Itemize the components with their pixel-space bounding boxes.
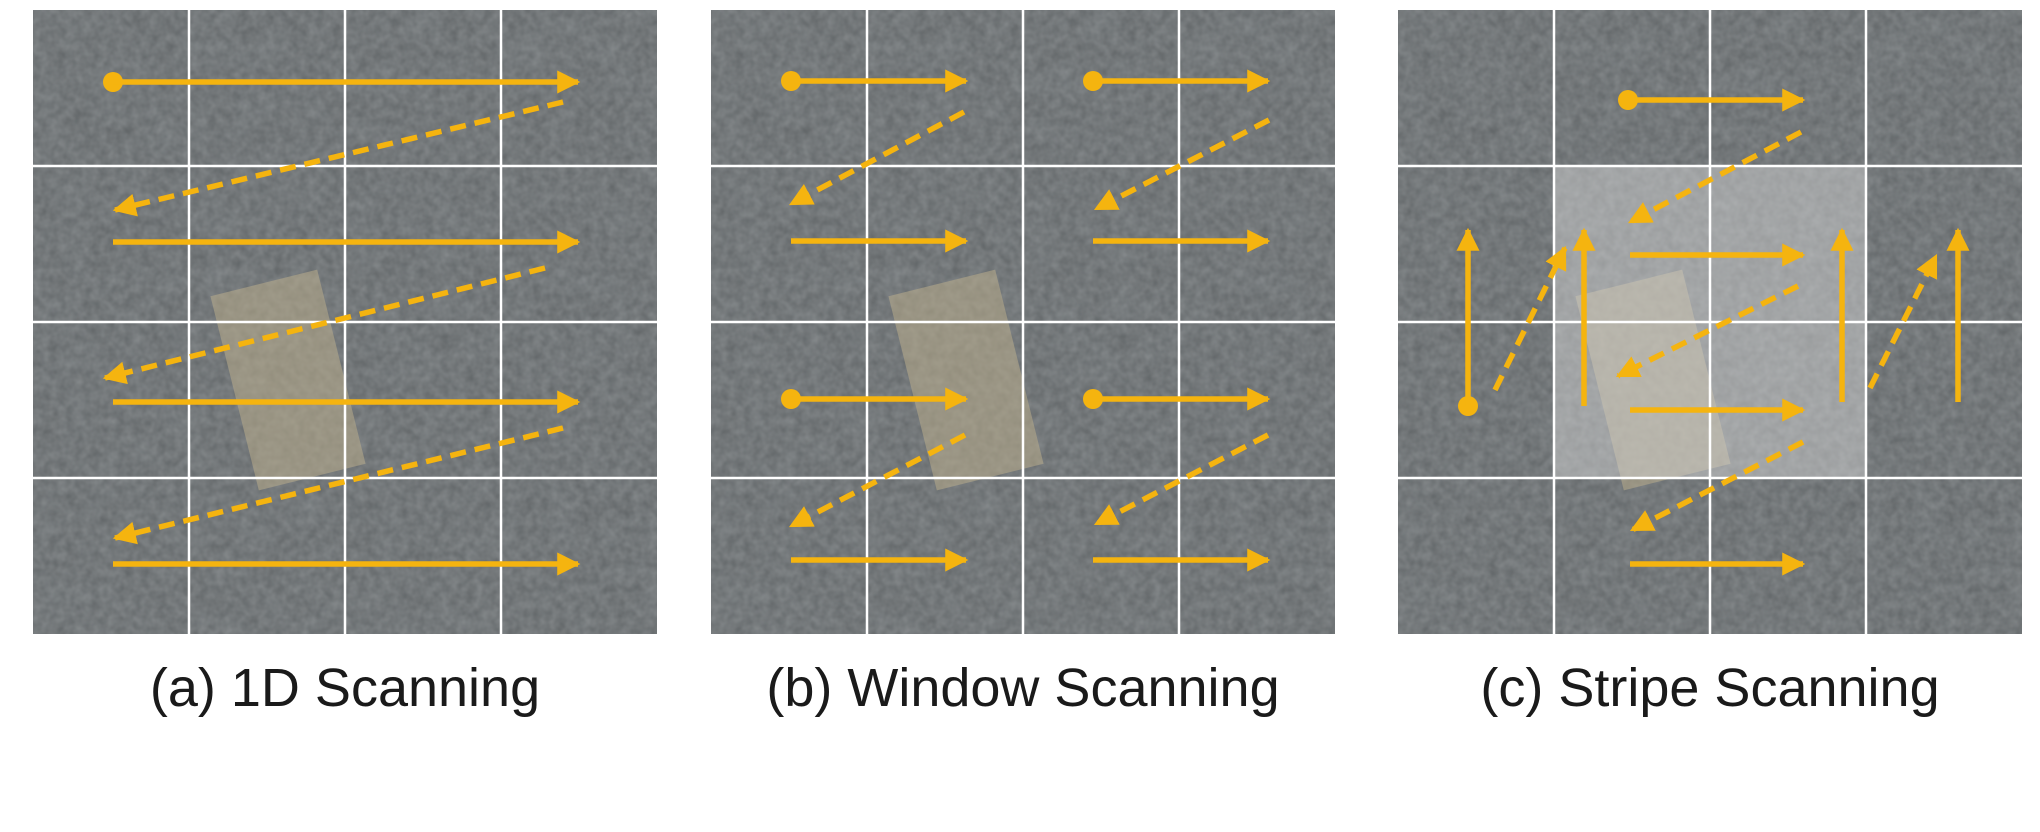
scan-return-arrow <box>102 265 546 385</box>
scan-return-arrow <box>1629 439 1805 533</box>
scan-return-arrow <box>788 432 967 529</box>
caption-window-scanning: (b) Window Scanning <box>766 658 1280 718</box>
panel-stripe-scanning <box>1398 10 2022 634</box>
scan-return-arrow <box>1615 283 1800 379</box>
scan-return-arrow <box>112 425 564 545</box>
caption-1d-scanning: (a) 1D Scanning <box>149 658 541 718</box>
scan-return-arrow <box>1093 117 1271 212</box>
scan-return-arrow <box>112 99 564 217</box>
patch-grid <box>33 10 657 634</box>
scan-arrows <box>102 70 581 576</box>
scan-arrows <box>781 69 1271 572</box>
scan-return-arrow <box>1492 245 1568 392</box>
caption-stripe-scanning: (c) Stripe Scanning <box>1480 658 1940 718</box>
scan-arrows <box>1456 88 1970 576</box>
panel-1d-scanning <box>33 10 657 634</box>
patch-grid <box>711 10 1335 634</box>
scan-return-arrow <box>788 109 966 207</box>
patch-grid <box>1398 10 2022 634</box>
scan-return-arrow <box>1093 432 1270 527</box>
panel-window-scanning <box>711 10 1335 634</box>
scan-return-arrow <box>1627 129 1803 225</box>
